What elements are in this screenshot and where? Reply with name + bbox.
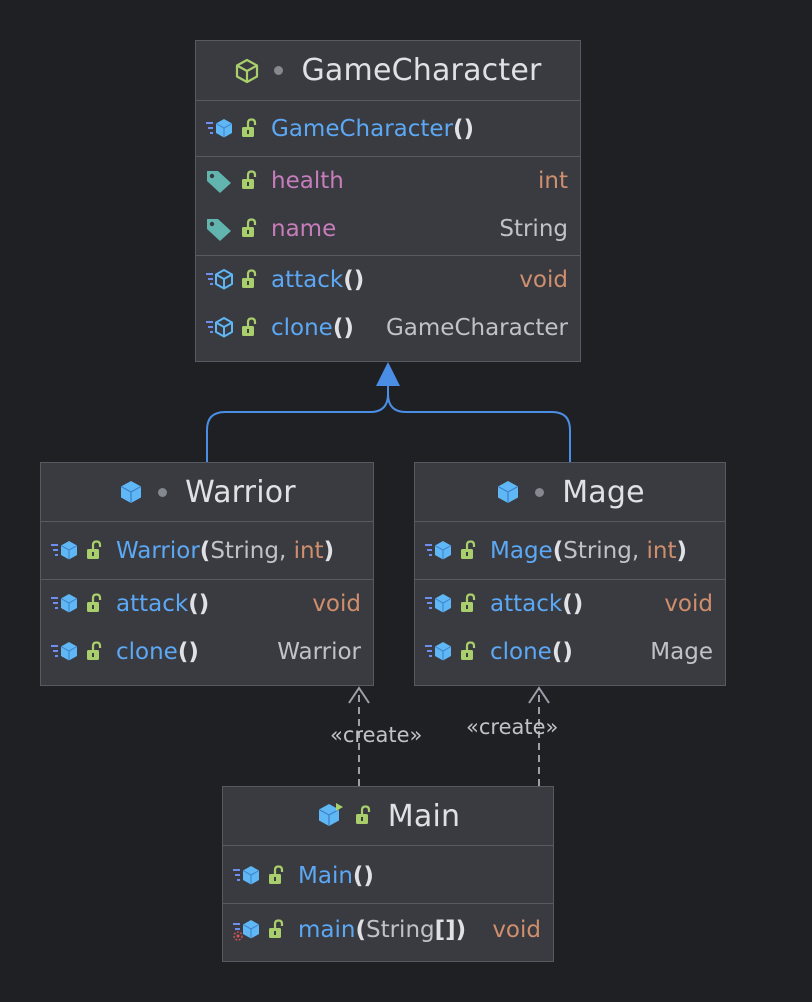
abstract-method-icon [206,269,233,290]
method-icon [233,866,260,885]
unlock-icon [242,170,257,189]
field-tag-icon [207,171,231,193]
return-type: void [519,267,568,293]
field-row-health[interactable]: health int [196,157,580,205]
visibility-dot [158,487,168,497]
constructors-section: GameCharacter() [196,101,580,157]
inheritance-line-mage [387,393,571,462]
unlock-icon [87,540,102,559]
class-icon [120,481,142,503]
method-row-clone[interactable]: clone() Mage [415,628,725,676]
constructor-row[interactable]: Warrior(String, int) [41,527,373,575]
fields-section: health int name String [196,157,580,256]
methods-section: main(String[]) void [223,904,553,954]
field-name: name [271,216,337,242]
method-name: clone() [116,639,199,665]
visibility-dot [274,66,284,75]
method-name: attack() [271,267,365,293]
constructor-name: Main() [298,863,374,889]
unlock-icon [461,540,476,559]
unlock-icon [242,317,257,336]
method-icon [206,119,233,138]
method-name: main(String[]) [298,917,467,943]
method-name: clone() [271,315,354,341]
class-name: Main [387,798,461,834]
constructor-row[interactable]: GameCharacter() [196,105,580,153]
unlock-icon [87,593,102,612]
constructors-section: Warrior(String, int) [41,522,373,580]
unlock-icon [461,593,476,612]
return-type: void [312,591,361,617]
method-row-clone[interactable]: clone() GameCharacter [196,304,580,352]
return-type: void [492,917,541,943]
dependency-arrowhead-mage [528,686,550,704]
unlock-icon [242,218,257,237]
return-type: GameCharacter [385,315,568,341]
class-header[interactable]: Main [223,787,553,846]
constructors-section: Main() [223,846,553,904]
class-box-gamecharacter[interactable]: GameCharacter GameCharacter() health [195,40,581,362]
constructor-name: Warrior(String, int) [116,538,335,564]
methods-section: attack() void clone() Mage [415,580,725,676]
class-name: Warrior [185,474,296,510]
visibility-dot [535,487,545,497]
field-type: int [538,168,568,194]
unlock-icon [269,865,284,884]
class-name: Mage [562,474,645,510]
create-label-warrior: «create» [330,723,423,747]
constructor-row[interactable]: Mage(String, int) [415,527,725,575]
unlock-icon [355,805,370,824]
method-row-attack[interactable]: attack() void [415,580,725,628]
class-box-mage[interactable]: Mage Mage(String, int) attack() [414,462,726,686]
constructor-row[interactable]: Main() [223,852,553,900]
field-tag-icon [207,219,231,241]
method-row-main[interactable]: main(String[]) void [223,906,553,954]
inheritance-line-warrior [206,386,389,462]
method-name: attack() [490,591,584,617]
unlock-icon [87,641,102,660]
constructors-section: Mage(String, int) [415,522,725,580]
static-method-icon [233,920,260,941]
class-icon [497,481,519,503]
unlock-icon [242,118,257,137]
field-type: String [499,216,568,242]
abstract-method-icon [206,317,233,338]
constructor-name: GameCharacter() [271,116,475,142]
methods-section: attack() void clone() Warrior [41,580,373,676]
field-name: health [271,168,344,194]
class-outline-icon [236,58,259,83]
methods-section: attack() void clone() GameCharacter [196,256,580,352]
unlock-icon [242,269,257,288]
inheritance-arrowhead [376,362,400,386]
dependency-arrowhead-warrior [348,686,370,704]
class-header[interactable]: Mage [415,463,725,522]
method-name: attack() [116,591,210,617]
unlock-icon [461,641,476,660]
return-type: Warrior [277,639,361,665]
class-box-main[interactable]: Main Main() main(String[ [222,786,554,962]
create-label-mage: «create» [466,715,559,739]
method-icon [51,594,78,613]
method-icon [51,541,78,560]
class-box-warrior[interactable]: Warrior Warrior(String, int) atta [40,462,374,686]
method-icon [425,642,452,661]
field-row-name[interactable]: name String [196,205,580,253]
constructor-name: Mage(String, int) [490,538,687,564]
class-header[interactable]: Warrior [41,463,373,522]
return-type: Mage [650,639,713,665]
method-row-attack[interactable]: attack() void [196,256,580,304]
unlock-icon [269,919,284,938]
method-icon [425,541,452,560]
method-row-attack[interactable]: attack() void [41,580,373,628]
return-type: void [664,591,713,617]
method-icon [51,642,78,661]
class-name: GameCharacter [301,53,542,88]
method-name: clone() [490,639,573,665]
method-row-clone[interactable]: clone() Warrior [41,628,373,676]
method-icon [425,594,452,613]
class-header[interactable]: GameCharacter [196,41,580,101]
runnable-class-icon [318,803,343,826]
